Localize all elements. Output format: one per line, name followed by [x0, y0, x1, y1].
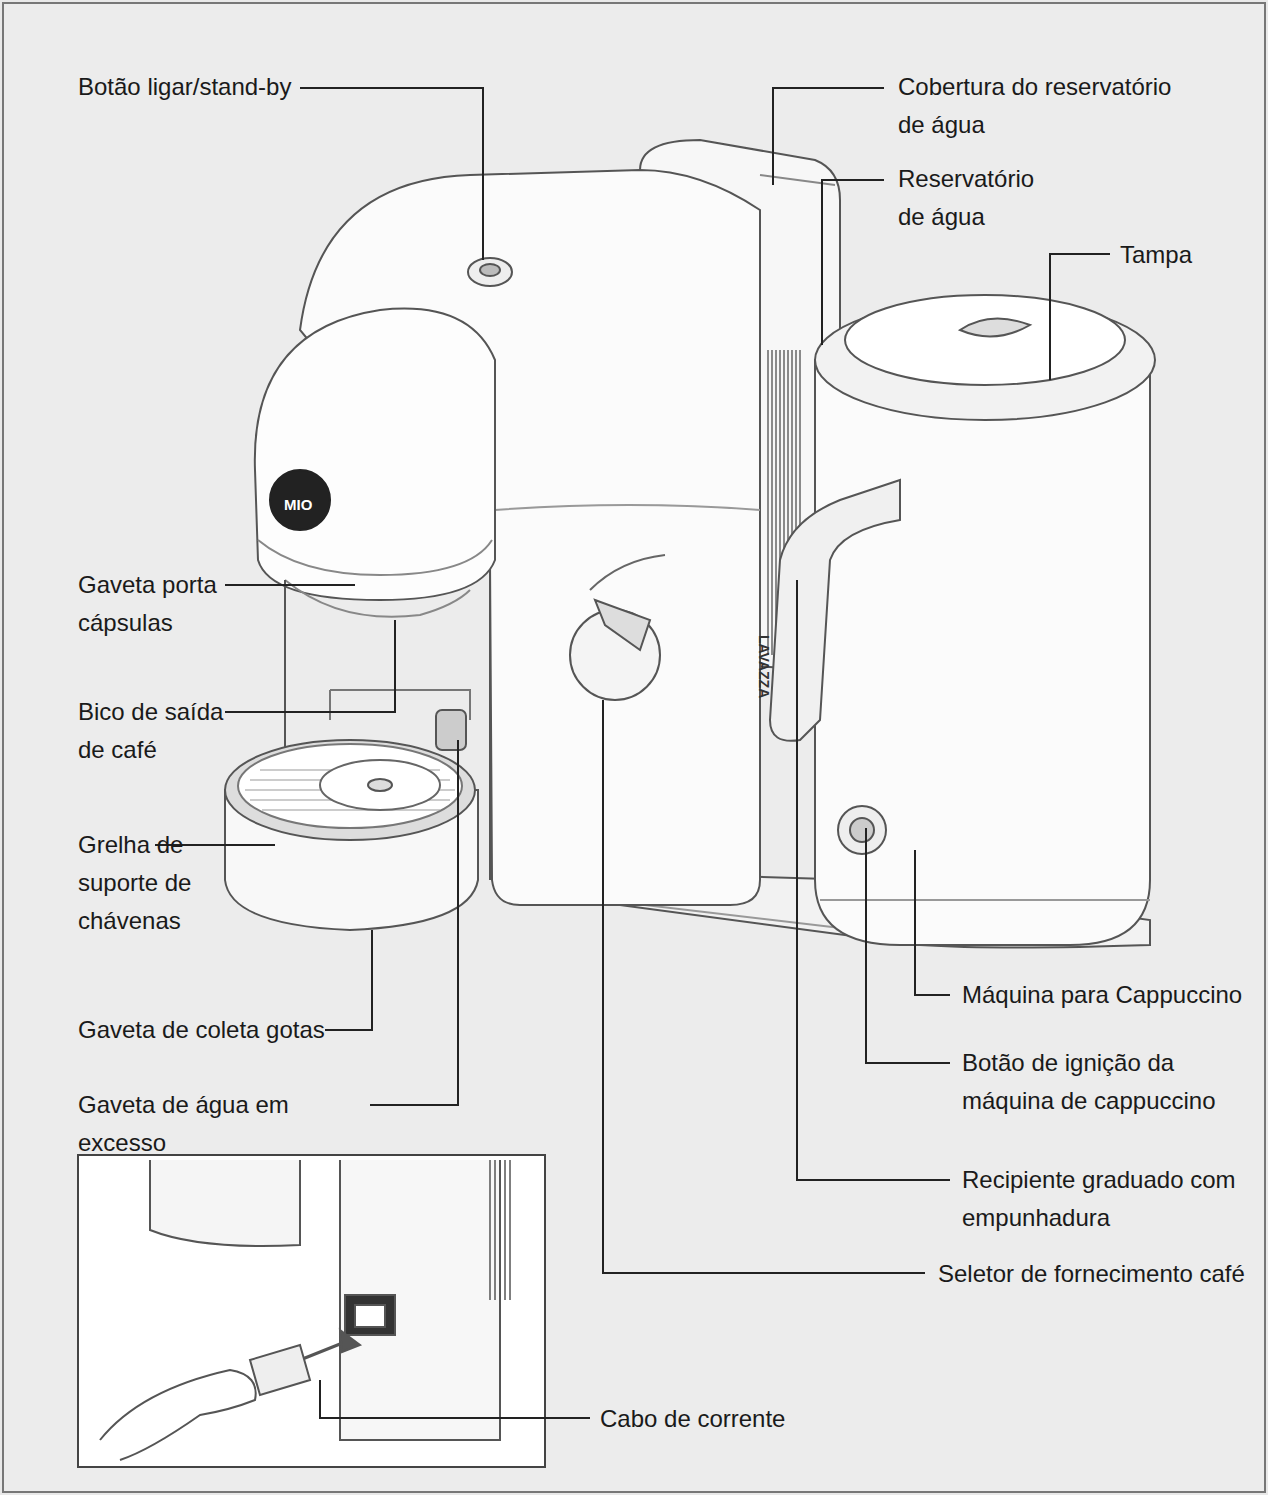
part-label: Cobertura do reservatório de água — [898, 68, 1198, 144]
part-label: Seletor de fornecimento café — [938, 1255, 1258, 1293]
brand-logo: LAVAZZA — [756, 635, 772, 698]
part-label: Bico de saída de café — [78, 693, 228, 769]
part-label: Botão de ignição da máquina de cappuccin… — [962, 1044, 1252, 1120]
part-label: Grelha de suporte de chávenas — [78, 826, 208, 940]
part-label: Reservatório de água — [898, 160, 1048, 236]
part-label: Recipiente graduado com empunhadura — [962, 1161, 1242, 1237]
part-label: Gaveta porta cápsulas — [78, 566, 228, 642]
part-label: Botão ligar/stand-by — [78, 68, 378, 106]
part-label: Gaveta de coleta gotas — [78, 1011, 338, 1049]
part-label: Cabo de corrente — [600, 1400, 820, 1438]
brand-logo: MIO — [284, 496, 312, 513]
part-label: Gaveta de água em excesso — [78, 1086, 378, 1162]
part-label: Tampa — [1120, 236, 1240, 274]
part-label: Máquina para Cappuccino — [962, 976, 1252, 1014]
